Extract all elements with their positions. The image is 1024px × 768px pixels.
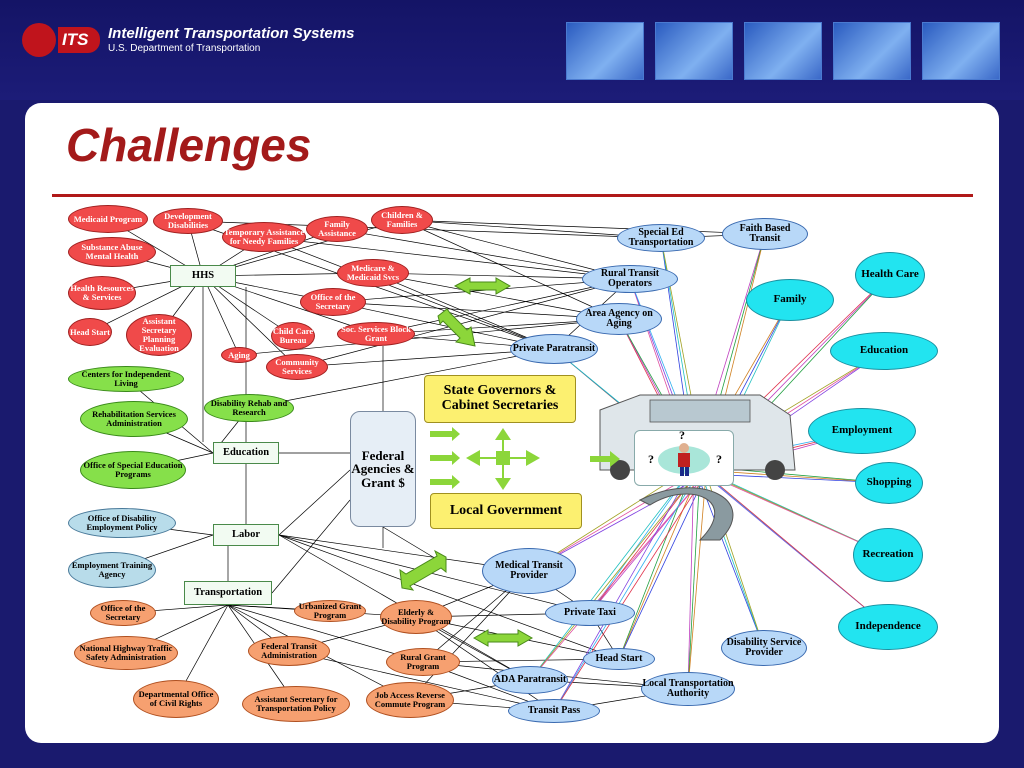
header-photo-3 <box>744 22 822 80</box>
node-recreation: Recreation <box>853 528 923 582</box>
node-independence: Independence <box>838 604 938 650</box>
node-federal-agencies: Federal Agencies & Grant $ <box>350 411 416 527</box>
its-logo-icon <box>22 23 56 57</box>
node-soc-services: Soc. Services Block Grant <box>337 322 415 346</box>
node-local-government: Local Government <box>430 493 582 529</box>
node-rehab-services-admin: Rehabilitation Services Administration <box>80 401 188 437</box>
node-aging: Aging <box>221 347 257 363</box>
node-family: Family <box>746 279 834 321</box>
node-urbanized-grant: Urbanized Grant Program <box>294 600 366 622</box>
node-jarc: Job Access Reverse Commute Program <box>366 682 454 718</box>
node-employment: Employment <box>808 408 916 454</box>
its-logo-text: ITS <box>58 27 100 53</box>
node-medicare-medicaid: Medicare & Medicaid Svcs <box>337 259 409 287</box>
node-asst-sec-planning: Assistant Secretary Planning Evaluation <box>126 314 192 356</box>
question-left: ? <box>648 452 654 466</box>
header-title: Intelligent Transportation Systems <box>108 25 355 42</box>
slide-title: Challenges <box>66 119 312 171</box>
node-astp: Assistant Secretary for Transportation P… <box>242 686 350 722</box>
node-disability-service-provider: Disability Service Provider <box>721 630 807 666</box>
node-office-secretary-dot: Office of the Secretary <box>90 600 156 626</box>
node-medical-transit-provider: Medical Transit Provider <box>482 548 576 594</box>
node-shopping: Shopping <box>855 462 923 504</box>
node-private-paratransit: Private Paratransit <box>510 334 598 364</box>
header-photo-5 <box>922 22 1000 80</box>
node-odep: Office of Disability Employment Policy <box>68 508 176 538</box>
arrows <box>399 277 620 647</box>
node-osep: Office of Special Education Programs <box>80 451 186 489</box>
node-head-start-blue: Head Start <box>583 648 655 670</box>
question-right: ? <box>716 452 722 466</box>
node-head-start-red: Head Start <box>68 318 112 346</box>
node-employment-training-agency: Employment Training Agency <box>68 552 156 588</box>
node-education-destination: Education <box>830 332 938 370</box>
node-health-care: Health Care <box>855 252 925 298</box>
node-rural-grant: Rural Grant Program <box>386 648 460 676</box>
node-hhs: HHS <box>170 265 236 287</box>
node-nhtsa: National Highway Traffic Safety Administ… <box>74 636 178 670</box>
node-education: Education <box>213 442 279 464</box>
rider-hub <box>634 430 734 486</box>
node-area-agency-aging: Area Agency on Aging <box>576 303 662 335</box>
header-banner: ITS Intelligent Transportation Systems U… <box>0 0 1024 100</box>
node-special-ed-transportation: Special Ed Transportation <box>617 224 705 252</box>
header-subtitle: U.S. Department of Transportation <box>108 43 261 54</box>
node-development-disabilities: Development Disabilities <box>153 208 223 234</box>
question-top: ? <box>679 428 685 442</box>
node-transportation: Transportation <box>184 581 272 605</box>
node-docr: Departmental Office of Civil Rights <box>133 680 219 718</box>
node-child-care-bureau: Child Care Bureau <box>271 322 315 350</box>
node-community-services: Community Services <box>266 354 328 380</box>
node-disability-rehab: Disability Rehab and Research <box>204 394 294 422</box>
title-rule <box>52 194 973 197</box>
node-elderly-disability: Elderly & Disability Program <box>380 600 452 634</box>
header-photo-2 <box>655 22 733 80</box>
node-medicaid-program: Medicaid Program <box>68 205 148 233</box>
node-fta: Federal Transit Administration <box>248 636 330 666</box>
node-labor: Labor <box>213 524 279 546</box>
node-children-families: Children & Families <box>371 206 433 234</box>
node-rural-transit-operators: Rural Transit Operators <box>582 265 678 293</box>
rider-icon <box>658 443 710 476</box>
node-family-assistance: Family Assistance <box>306 216 368 242</box>
node-office-secretary-hhs: Office of the Secretary <box>300 288 366 316</box>
node-private-taxi: Private Taxi <box>545 600 635 626</box>
header-photo-4 <box>833 22 911 80</box>
node-ada-paratransit: ADA Paratransit <box>492 666 568 694</box>
node-tanf: Temporary Assistance for Needy Families <box>222 222 306 252</box>
node-substance-abuse: Substance Abuse Mental Health <box>68 237 156 267</box>
node-local-transportation-authority: Local Transportation Authority <box>641 672 735 706</box>
node-centers-independent-living: Centers for Independent Living <box>68 366 184 392</box>
node-state-governors: State Governors & Cabinet Secretaries <box>424 375 576 423</box>
node-faith-based-transit: Faith Based Transit <box>722 218 808 250</box>
node-health-resources: Health Resources & Services <box>68 276 136 310</box>
header-photo-1 <box>566 22 644 80</box>
node-transit-pass: Transit Pass <box>508 699 600 723</box>
